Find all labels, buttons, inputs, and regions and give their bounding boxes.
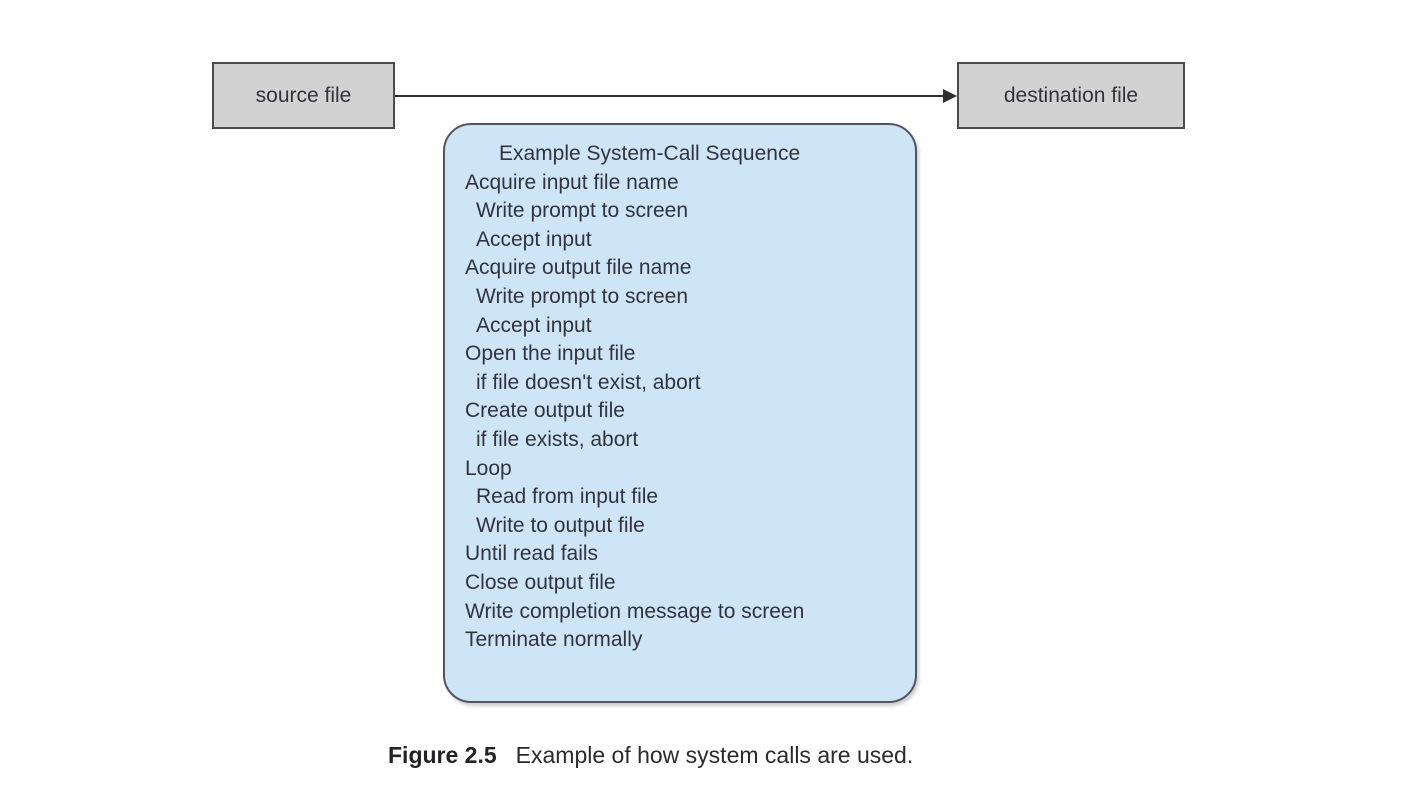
sequence-line: Acquire input file name (465, 170, 679, 194)
sequence-line: Open the input file (465, 342, 636, 366)
sequence-line: Loop (465, 456, 512, 480)
sequence-line: Read from input file (476, 485, 659, 509)
sequence-title: Example System-Call Sequence (499, 142, 801, 165)
system-call-sequence-box: Example System-Call Sequence Acquire inp… (443, 123, 917, 703)
destination-file-label: destination file (1003, 83, 1139, 107)
figure-caption: Figure 2.5 Example of how system calls ar… (388, 742, 913, 769)
sequence-line: if file doesn't exist, abort (476, 370, 701, 394)
destination-file-box: destination file (957, 62, 1185, 129)
sequence-line: Write prompt to screen (476, 199, 689, 223)
sequence-line: Accept input (476, 313, 592, 337)
sequence-line: Write completion message to screen (465, 599, 805, 623)
source-file-box: source file (212, 62, 395, 129)
sequence-line: Acquire output file name (465, 256, 692, 280)
source-to-destination-arrow-line (395, 95, 945, 97)
figure-number-label: Figure 2.5 (388, 742, 497, 768)
sequence-line: Write to output file (476, 513, 645, 537)
sequence-line: Write prompt to screen (476, 284, 689, 308)
arrowhead-icon (943, 89, 957, 103)
source-file-label: source file (255, 83, 352, 107)
sequence-line: Until read fails (465, 542, 599, 566)
sequence-line: Terminate normally (465, 628, 643, 652)
figure-caption-text: Example of how system calls are used. (515, 742, 914, 768)
sequence-line: Close output file (465, 570, 616, 594)
sequence-line: Create output file (465, 399, 625, 423)
sequence-line: if file exists, abort (476, 427, 639, 451)
sequence-line: Accept input (476, 227, 592, 251)
